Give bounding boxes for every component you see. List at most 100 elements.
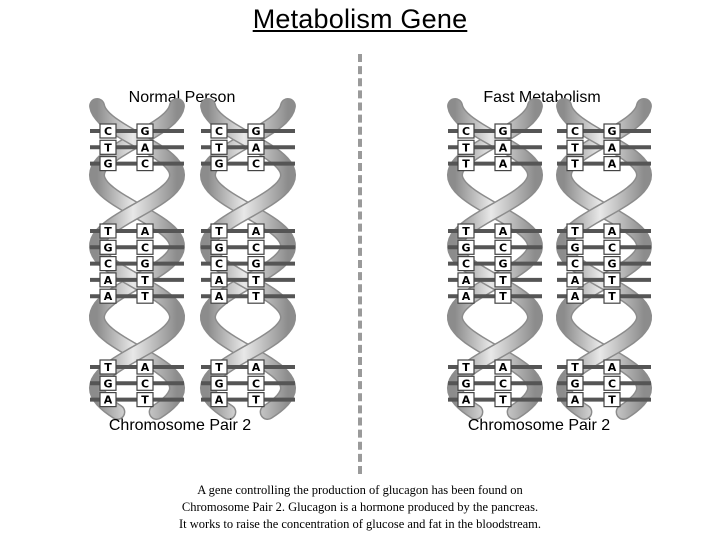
base-box (566, 239, 584, 255)
base-letter: A (141, 225, 150, 238)
base-letter: T (571, 141, 579, 154)
base-box (566, 123, 584, 139)
base-box (494, 375, 512, 391)
base-letter: C (104, 125, 112, 138)
base-box (99, 239, 117, 255)
base-letter: C (252, 241, 260, 254)
base-letter: T (104, 141, 112, 154)
base-box (210, 239, 228, 255)
base-box (457, 375, 475, 391)
base-box (566, 155, 584, 172)
base-letter: A (215, 274, 224, 287)
base-letter: C (215, 258, 223, 271)
base-box (210, 139, 228, 155)
base-letter: A (462, 274, 471, 287)
base-letter: T (462, 361, 470, 374)
base-letter: T (104, 361, 112, 374)
base-letter: A (571, 394, 580, 407)
base-box (99, 223, 117, 239)
base-letter: T (141, 274, 149, 287)
base-box (210, 223, 228, 239)
base-box (566, 139, 584, 155)
base-letter: C (571, 258, 579, 271)
base-letter: C (215, 125, 223, 138)
base-box (136, 223, 154, 239)
base-box (99, 392, 117, 408)
base-box (566, 272, 584, 288)
base-box (457, 256, 475, 272)
base-box (210, 288, 228, 304)
base-box (99, 123, 117, 139)
base-box (247, 223, 265, 239)
base-box (457, 359, 475, 375)
base-letter: G (251, 125, 260, 138)
base-box (494, 256, 512, 272)
base-box (566, 223, 584, 239)
base-letter: A (499, 141, 508, 154)
base-letter: T (571, 361, 579, 374)
base-box (210, 375, 228, 391)
base-box (247, 272, 265, 288)
base-letter: C (252, 377, 260, 390)
base-letter: C (252, 158, 260, 171)
base-box (457, 288, 475, 304)
base-box (136, 272, 154, 288)
base-letter: G (103, 377, 112, 390)
base-box (566, 288, 584, 304)
base-letter: T (462, 158, 470, 171)
base-box (457, 155, 475, 172)
base-letter: G (251, 258, 260, 271)
base-letter: A (252, 361, 261, 374)
base-letter: C (608, 241, 616, 254)
base-letter: C (141, 241, 149, 254)
base-letter: G (607, 258, 616, 271)
caption: A gene controlling the production of glu… (120, 482, 600, 533)
base-box (247, 288, 265, 304)
base-letter: A (141, 141, 150, 154)
base-box (603, 239, 621, 255)
base-box (566, 256, 584, 272)
base-letter: T (571, 158, 579, 171)
base-box (99, 139, 117, 155)
base-letter: A (571, 290, 580, 303)
base-box (136, 239, 154, 255)
base-box (494, 139, 512, 155)
base-box (247, 359, 265, 375)
base-box (247, 256, 265, 272)
base-box (210, 392, 228, 408)
base-box (247, 239, 265, 255)
base-letter: A (215, 290, 224, 303)
base-letter: A (462, 290, 471, 303)
base-box (566, 359, 584, 375)
base-letter: T (608, 394, 616, 407)
base-box (136, 155, 154, 172)
base-letter: A (252, 225, 261, 238)
center-divider (358, 54, 362, 474)
base-box (566, 375, 584, 391)
base-letter: C (499, 377, 507, 390)
caption-line-2: Chromosome Pair 2. Glucagon is a hormone… (181, 500, 539, 514)
pair-label-fast: Chromosome Pair 2 (467, 417, 611, 434)
base-letter: A (252, 141, 261, 154)
base-letter: A (104, 274, 113, 287)
base-box (210, 155, 228, 172)
base-letter: C (571, 125, 579, 138)
base-box (136, 256, 154, 272)
base-box (247, 392, 265, 408)
base-letter: A (608, 158, 617, 171)
base-letter: G (140, 125, 149, 138)
base-letter: T (462, 225, 470, 238)
base-letter: G (498, 125, 507, 138)
base-letter: G (103, 158, 112, 171)
base-box (603, 375, 621, 391)
base-letter: G (570, 377, 579, 390)
base-letter: T (462, 141, 470, 154)
base-box (457, 392, 475, 408)
base-letter: T (215, 361, 223, 374)
base-letter: G (607, 125, 616, 138)
